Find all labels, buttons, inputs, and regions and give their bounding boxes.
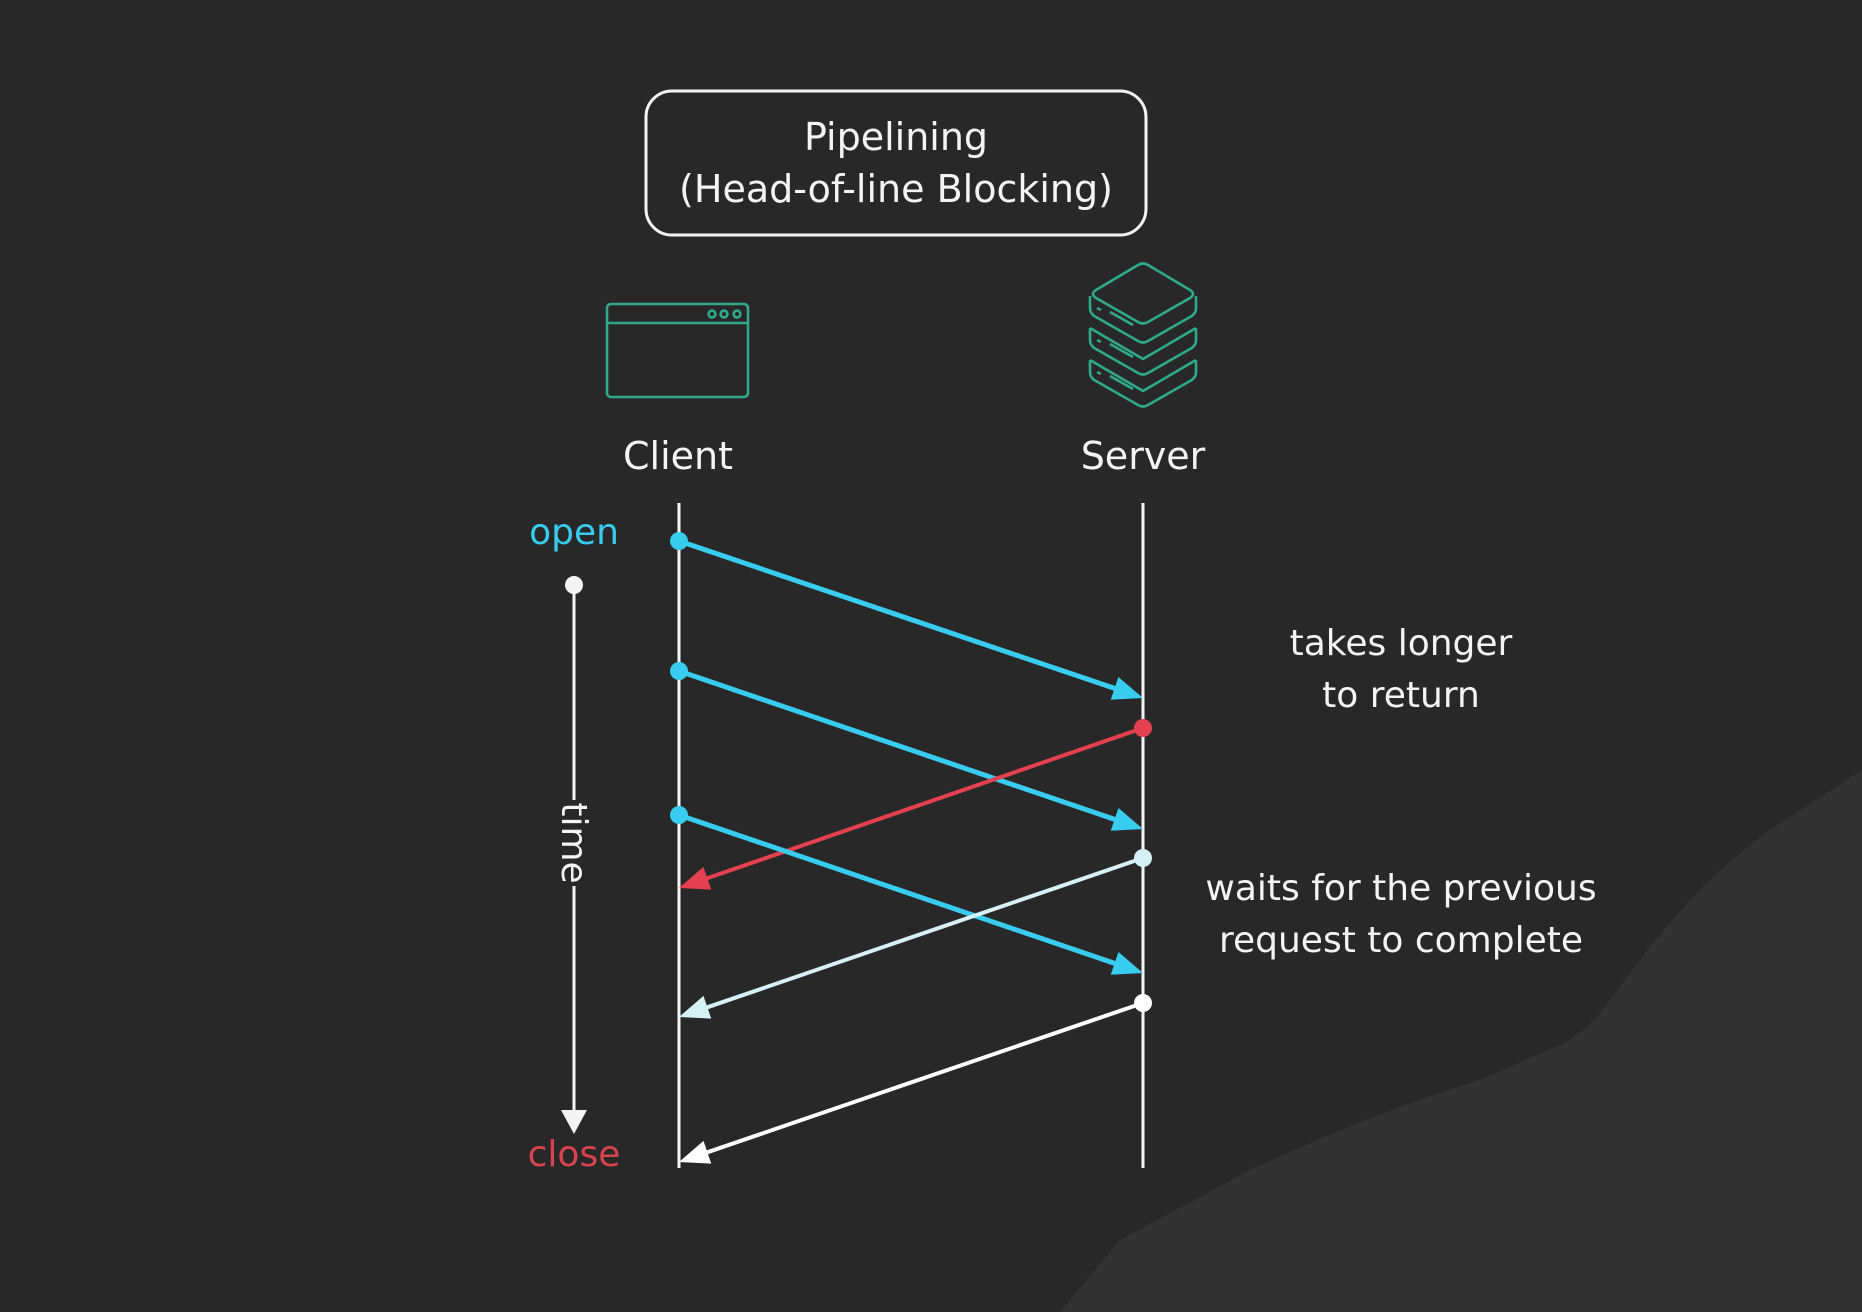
message-request-1	[670, 532, 1143, 700]
close-label: close	[528, 1134, 621, 1175]
annotation-slow-line-1: takes longer	[1290, 623, 1513, 664]
message-request-2	[670, 662, 1143, 831]
annotation-blocked: waits for the previous request to comple…	[1205, 868, 1596, 961]
message-line	[702, 1001, 1144, 1156]
message-arrowhead	[1110, 951, 1143, 975]
client-label: Client	[623, 434, 733, 478]
title-line-2: (Head-of-line Blocking)	[679, 167, 1113, 211]
message-arrowhead	[1110, 677, 1143, 700]
annotation-blocked-line-2: request to complete	[1219, 920, 1583, 961]
message-origin-dot	[1134, 719, 1152, 737]
time-arrow-head	[561, 1110, 587, 1134]
message-origin-dot	[1134, 849, 1152, 867]
message-request-3	[670, 806, 1143, 975]
message-origin-dot	[670, 806, 688, 824]
message-response-1	[679, 719, 1152, 890]
message-response-2	[679, 849, 1152, 1019]
annotation-slow-response: takes longer to return	[1290, 623, 1513, 716]
open-label: open	[529, 512, 619, 553]
message-origin-dot	[670, 662, 688, 680]
message-arrowhead	[679, 866, 712, 890]
message-line	[678, 538, 1120, 693]
message-arrowhead	[1110, 807, 1143, 831]
background-accent-shape	[1060, 770, 1862, 1312]
annotation-slow-line-2: to return	[1322, 675, 1480, 716]
server-label: Server	[1081, 434, 1206, 478]
message-arrowhead	[679, 995, 712, 1019]
message-origin-dot	[1134, 994, 1152, 1012]
browser-window-icon	[605, 302, 750, 399]
message-line	[678, 812, 1120, 967]
message-origin-dot	[670, 532, 688, 550]
messages	[670, 532, 1152, 1164]
title-line-1: Pipelining	[804, 115, 988, 159]
message-arrowhead	[679, 1140, 712, 1164]
server-stack-icon	[1088, 262, 1198, 408]
message-line	[702, 726, 1144, 882]
time-label: time	[553, 802, 594, 883]
title-box: Pipelining (Head-of-line Blocking)	[644, 89, 1148, 237]
message-response-3	[679, 994, 1152, 1164]
message-line	[702, 856, 1144, 1011]
message-line	[678, 668, 1120, 823]
time-axis: time	[553, 576, 594, 1134]
annotation-blocked-line-1: waits for the previous	[1205, 868, 1596, 909]
